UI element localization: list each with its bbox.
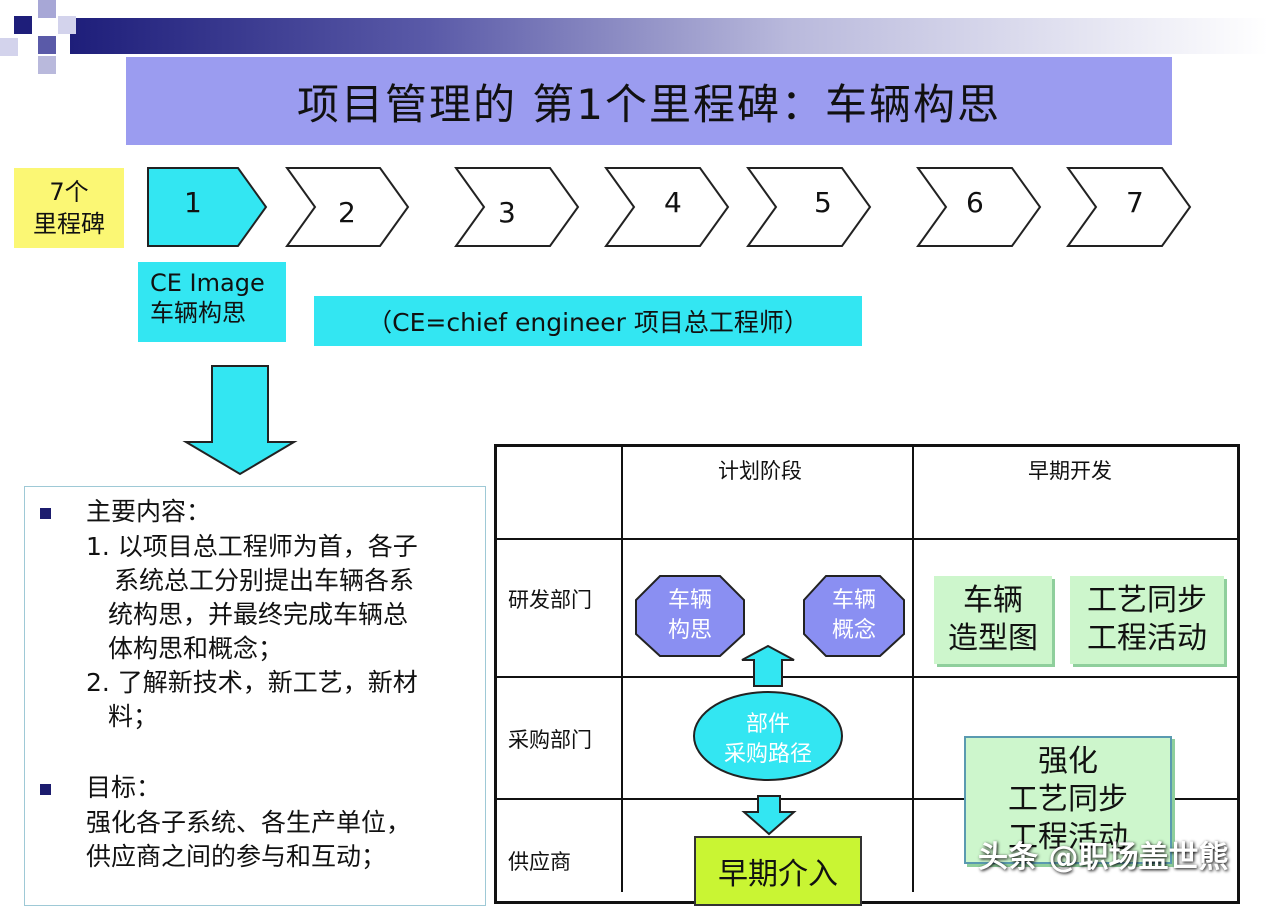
decor-square xyxy=(58,16,76,34)
green-box-line: 工艺同步 xyxy=(1008,782,1128,817)
decor-square xyxy=(38,56,56,74)
octagon-text-line: 概念 xyxy=(831,618,876,643)
table-divider xyxy=(496,798,1238,800)
heading-goal: 目标： xyxy=(86,773,162,802)
chevron-label: 6 xyxy=(966,186,984,219)
green-box-line: 工艺同步 xyxy=(1087,583,1207,618)
early-involvement-box: 早期介入 xyxy=(694,836,862,906)
ellipse-text-line: 部件 xyxy=(745,712,790,737)
green-box-line: 工程活动 xyxy=(1008,820,1128,855)
bullet-icon xyxy=(40,784,51,795)
ce-image-box: CE Image 车辆构思 xyxy=(138,262,286,342)
octagon-text-line: 车辆 xyxy=(831,588,876,613)
content-line: 1. 以项目总工程师为首，各子 xyxy=(86,532,418,561)
goal-line: 强化各子系统、各生产单位， xyxy=(86,808,412,837)
green-box-strengthen: 强化 工艺同步 工程活动 xyxy=(964,736,1172,864)
green-box-line: 强化 xyxy=(1038,744,1098,779)
content-line: 2. 了解新技术，新工艺，新材 xyxy=(86,668,418,697)
decor-square xyxy=(14,16,32,34)
decor-square xyxy=(38,36,56,54)
chevron-label: 4 xyxy=(664,186,682,219)
chevron-label: 5 xyxy=(814,186,832,219)
content-line: 统构思，并最终完成车辆总 xyxy=(108,600,409,629)
green-box-process: 工艺同步 工程活动 xyxy=(1070,576,1224,664)
milestones-label-line: 7个 xyxy=(49,178,89,206)
header-gradient-band xyxy=(70,18,1268,54)
milestones-label-line: 里程碑 xyxy=(33,210,105,238)
down-arrow-small-icon xyxy=(741,795,797,836)
content-line: 料； xyxy=(108,702,159,731)
content-line: 系统总工分别提出车辆各系 xyxy=(114,566,415,595)
octagon-vehicle-idea xyxy=(635,575,745,657)
page-title: 项目管理的 第1个里程碑：车辆构思 xyxy=(126,57,1172,145)
row-header: 采购部门 xyxy=(508,728,592,752)
octagon-text: 车辆 概念 xyxy=(804,586,904,646)
row-header: 研发部门 xyxy=(508,588,592,612)
octagon-text-line: 构思 xyxy=(667,618,712,643)
octagon-text-line: 车辆 xyxy=(667,588,712,613)
ellipse-text: 部件 采购路径 xyxy=(694,710,842,770)
ellipse-text-line: 采购路径 xyxy=(723,742,812,767)
heading-main-content: 主要内容： xyxy=(86,497,212,526)
row-header: 供应商 xyxy=(508,850,571,874)
watermark-text: 头条 @职场盖世熊 xyxy=(978,840,1229,875)
table-divider xyxy=(496,676,1238,678)
goal-line: 供应商之间的参与和互动； xyxy=(86,842,387,871)
table-divider xyxy=(621,446,623,892)
green-box-styling: 车辆 造型图 xyxy=(934,576,1052,664)
ce-image-title: CE Image xyxy=(150,269,265,297)
table-divider xyxy=(496,538,1238,540)
green-box-line: 造型图 xyxy=(948,621,1038,656)
parts-purchase-ellipse xyxy=(693,691,843,781)
table-divider xyxy=(912,446,914,892)
octagon-text: 车辆 构思 xyxy=(636,586,744,646)
col-header: 计划阶段 xyxy=(718,459,802,483)
octagon-vehicle-concept xyxy=(803,575,905,657)
up-arrow-icon xyxy=(741,644,795,687)
milestones-label: 7个 里程碑 xyxy=(14,168,124,248)
chevron-label: 1 xyxy=(184,186,202,219)
ce-note: （CE=chief engineer 项目总工程师） xyxy=(314,296,862,346)
decor-square xyxy=(0,38,18,56)
green-box-line: 车辆 xyxy=(963,583,1023,618)
bullet-icon xyxy=(40,508,51,519)
decor-square xyxy=(38,0,56,18)
col-header: 早期开发 xyxy=(1028,459,1112,483)
ce-image-subtitle: 车辆构思 xyxy=(150,299,246,327)
chevron-label: 2 xyxy=(338,196,356,229)
content-box xyxy=(24,486,486,906)
chevron-label: 3 xyxy=(498,196,516,229)
chevron-label: 7 xyxy=(1126,186,1144,219)
green-box-line: 工程活动 xyxy=(1087,621,1207,656)
content-line: 体构思和概念； xyxy=(108,634,284,663)
